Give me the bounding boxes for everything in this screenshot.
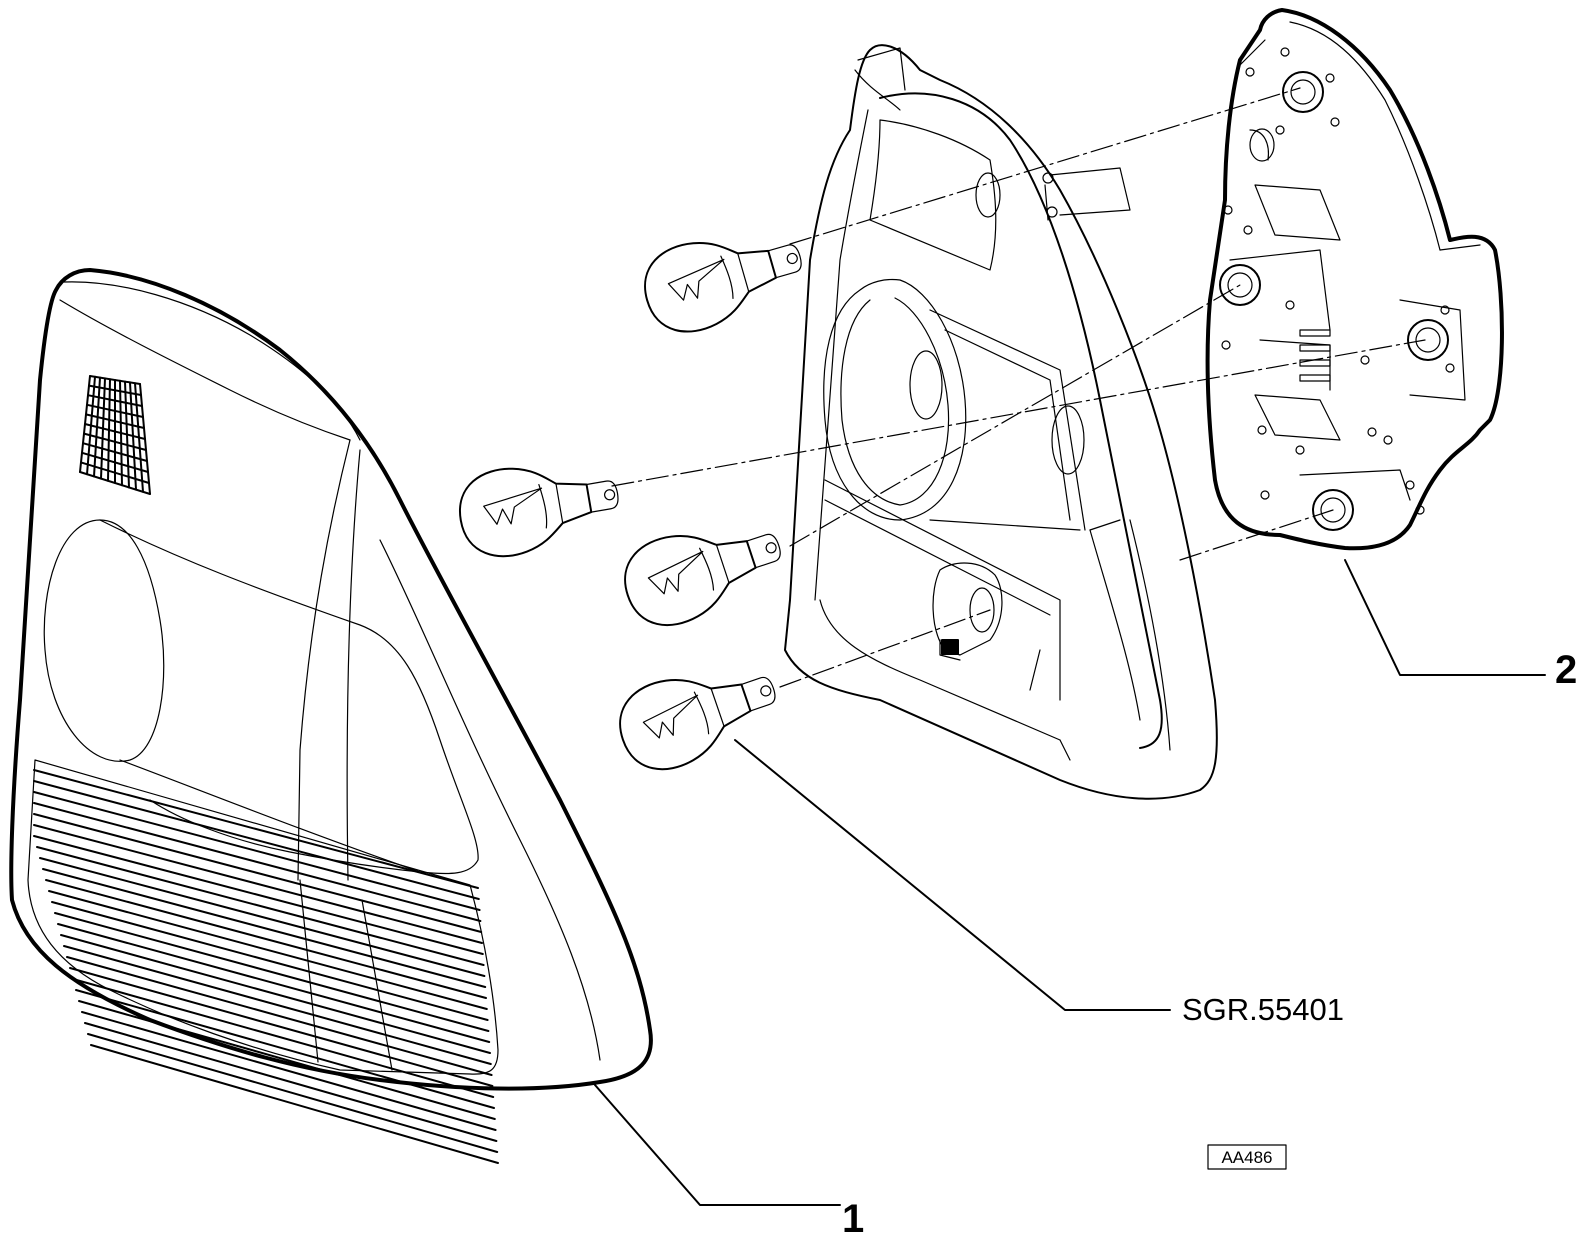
bulbs xyxy=(458,242,802,771)
bulb-holder-plate xyxy=(1205,8,1504,551)
bulb-2 xyxy=(458,467,619,558)
figure-code-box: AA486 xyxy=(1207,1144,1287,1170)
callout-1: 1 xyxy=(842,1197,864,1233)
bulb-part-reference: SGR.55401 xyxy=(1182,992,1344,1027)
leader-line-1 xyxy=(594,1084,841,1206)
holder-screws xyxy=(1221,47,1455,515)
alignment-lines xyxy=(611,87,1426,688)
lens-stripes xyxy=(33,769,499,1164)
bulb-4 xyxy=(619,676,776,771)
reflector-grid xyxy=(79,375,151,495)
leader-line-2 xyxy=(1344,559,1546,676)
leader-line-sgr xyxy=(734,739,1171,1011)
bulb-3 xyxy=(624,533,781,627)
callout-2: 2 xyxy=(1555,648,1577,692)
leader-lines xyxy=(594,559,1546,1206)
tail-light-lens xyxy=(9,268,653,1164)
holder-sockets xyxy=(1219,71,1449,531)
figure-code: AA486 xyxy=(1221,1148,1272,1167)
tail-light-housing xyxy=(784,44,1218,800)
bulb-1 xyxy=(644,242,802,333)
